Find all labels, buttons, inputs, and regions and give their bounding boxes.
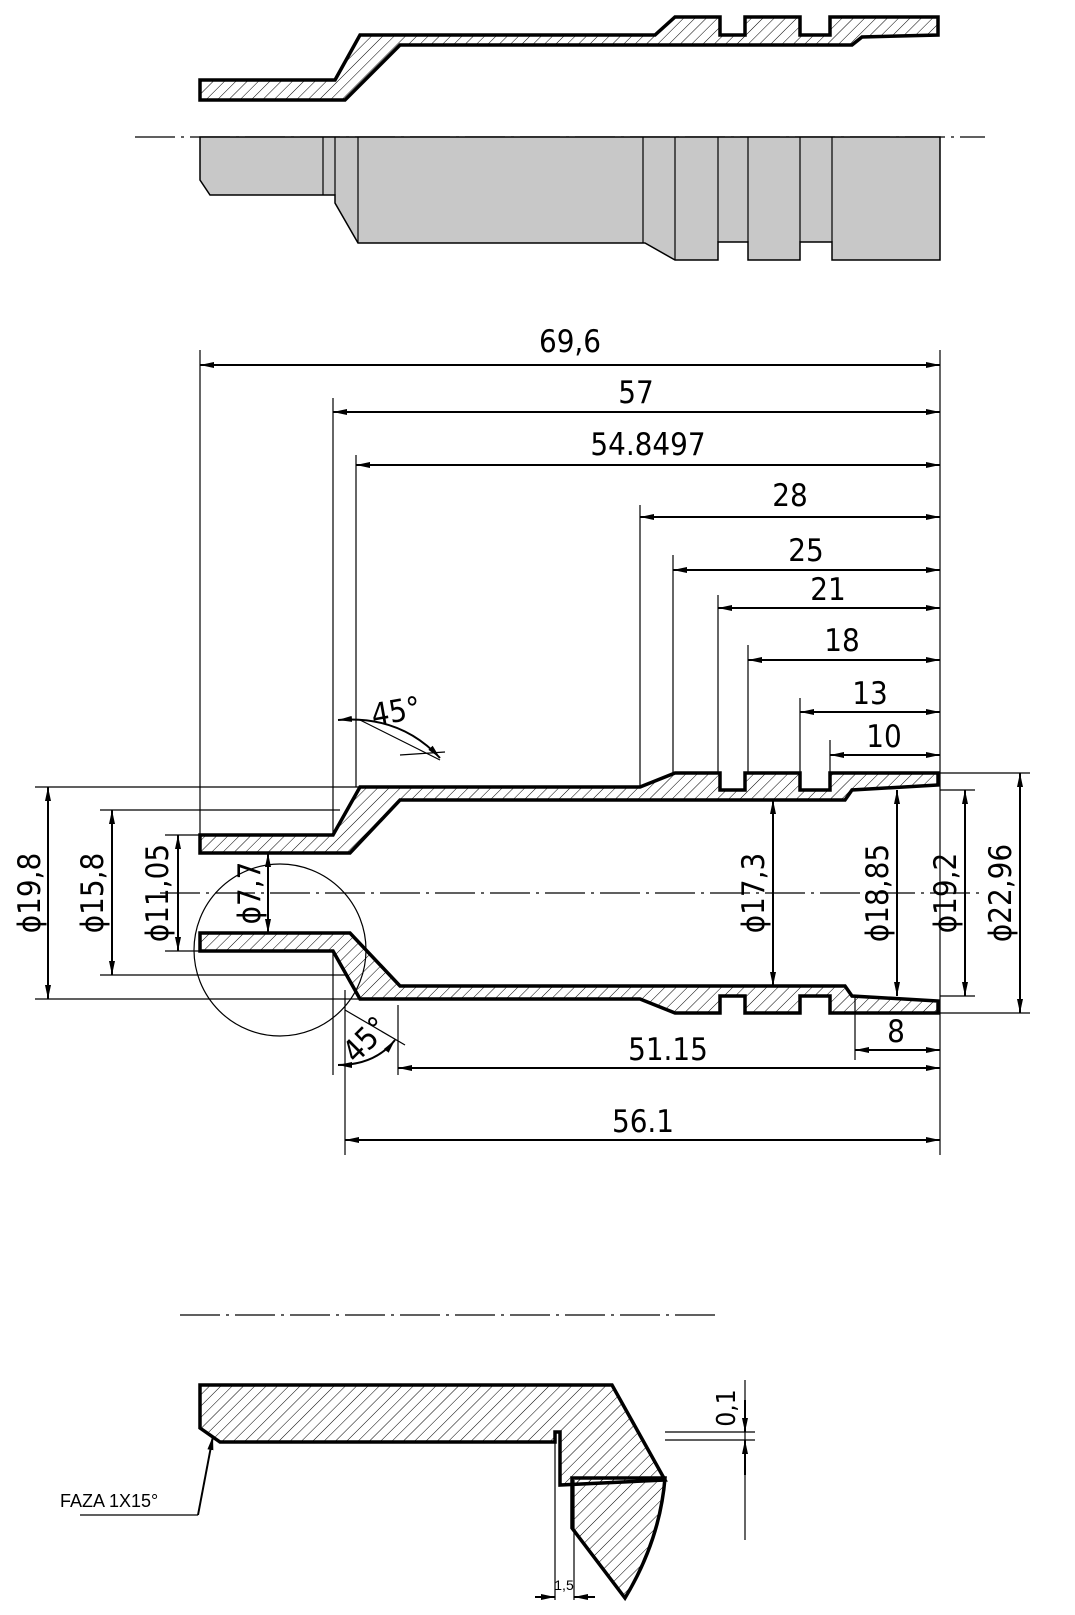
dim-8: 8 — [887, 1014, 905, 1050]
chamfer-note: FAZA 1X15° — [60, 1491, 158, 1511]
diameter-15-8: ϕ15,8 — [75, 853, 111, 933]
dim-25: 25 — [788, 533, 823, 569]
dim-51-15: 51.15 — [628, 1032, 708, 1068]
dim-21: 21 — [810, 572, 845, 608]
angle-top: 45° — [369, 690, 424, 734]
diameter-7-7: ϕ7,7 — [232, 862, 268, 925]
dim-28: 28 — [772, 478, 807, 514]
dim-10: 10 — [866, 719, 901, 755]
diameter-17-3: ϕ17,3 — [736, 853, 772, 933]
dim-56-1: 56.1 — [612, 1104, 674, 1140]
diameter-19-2: ϕ19,2 — [928, 853, 964, 933]
diameter-18-85: ϕ18,85 — [860, 844, 896, 942]
diameter-22-96: ϕ22,96 — [983, 844, 1019, 942]
shaded-side-view — [135, 136, 985, 261]
top-profile-view — [198, 15, 940, 102]
dim-13: 13 — [852, 676, 887, 712]
main-section-view: 69,6 57 54.8497 28 25 21 18 13 10 45° 45… — [12, 324, 1030, 1155]
dim-69-6: 69,6 — [539, 324, 601, 360]
diameter-19-8: ϕ19,8 — [12, 853, 48, 933]
dim-0-1: 0,1 — [712, 1389, 742, 1426]
dim-54-8497: 54.8497 — [590, 427, 705, 463]
diameter-11-05: ϕ11,05 — [140, 844, 176, 942]
detail-view: FAZA 1X15° 1,5 0,1 — [60, 1314, 755, 1602]
dim-57: 57 — [618, 375, 653, 411]
dim-18: 18 — [824, 623, 859, 659]
dim-1-5: 1,5 — [554, 1577, 574, 1593]
